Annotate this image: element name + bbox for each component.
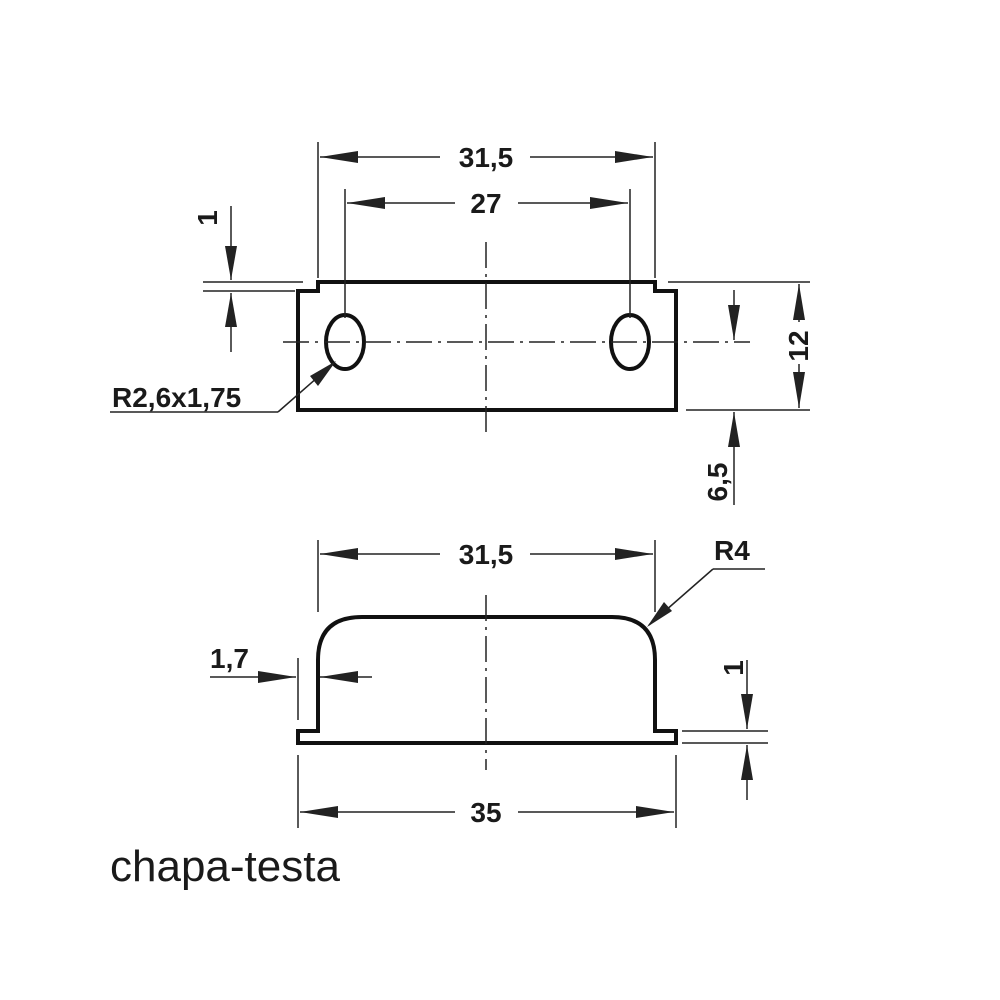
arrow-head: [258, 671, 296, 683]
strike-plate-top-outline: [296, 280, 678, 412]
arrow-head: [793, 284, 805, 320]
dim-thickness: 1: [718, 660, 749, 676]
arrow-head: [590, 197, 628, 209]
arrow-head: [320, 548, 358, 560]
dim-height: 12: [783, 330, 814, 361]
dim-overall-width: 31,5: [459, 142, 514, 173]
arrow-head: [310, 361, 336, 386]
dim-hole-offset: 6,5: [702, 463, 733, 502]
arrow-head: [728, 412, 740, 447]
dim-radius: R4: [714, 535, 750, 566]
top-view: 31,5 27 1 12 6,5 R2,6x1,75: [110, 142, 814, 505]
dim-step-depth: 1: [192, 210, 223, 226]
dim-slot: R2,6x1,75: [112, 382, 241, 413]
arrow-head: [225, 246, 237, 280]
label-background: [786, 322, 812, 364]
arrow-head: [741, 745, 753, 780]
drawing-caption: chapa-testa: [110, 842, 340, 891]
dim-inner-width: 31,5: [459, 539, 514, 570]
arrow-head: [615, 548, 653, 560]
arrow-head: [347, 197, 385, 209]
dim-total-width: 35: [470, 797, 501, 828]
arrow-head: [320, 671, 358, 683]
arrow-head: [615, 151, 653, 163]
dim-wall: 1,7: [210, 643, 249, 674]
dim-hole-spacing: 27: [470, 188, 501, 219]
arrow-head: [793, 372, 805, 408]
arrow-head: [728, 305, 740, 340]
arrow-head: [225, 293, 237, 327]
arrow-head: [320, 151, 358, 163]
arrow-head: [741, 694, 753, 729]
strike-plate-profile: [296, 615, 678, 745]
arrow-head: [647, 602, 672, 627]
arrow-head: [636, 806, 674, 818]
arrow-head: [300, 806, 338, 818]
side-view: 31,5 R4 1,7 1 35: [210, 535, 768, 828]
